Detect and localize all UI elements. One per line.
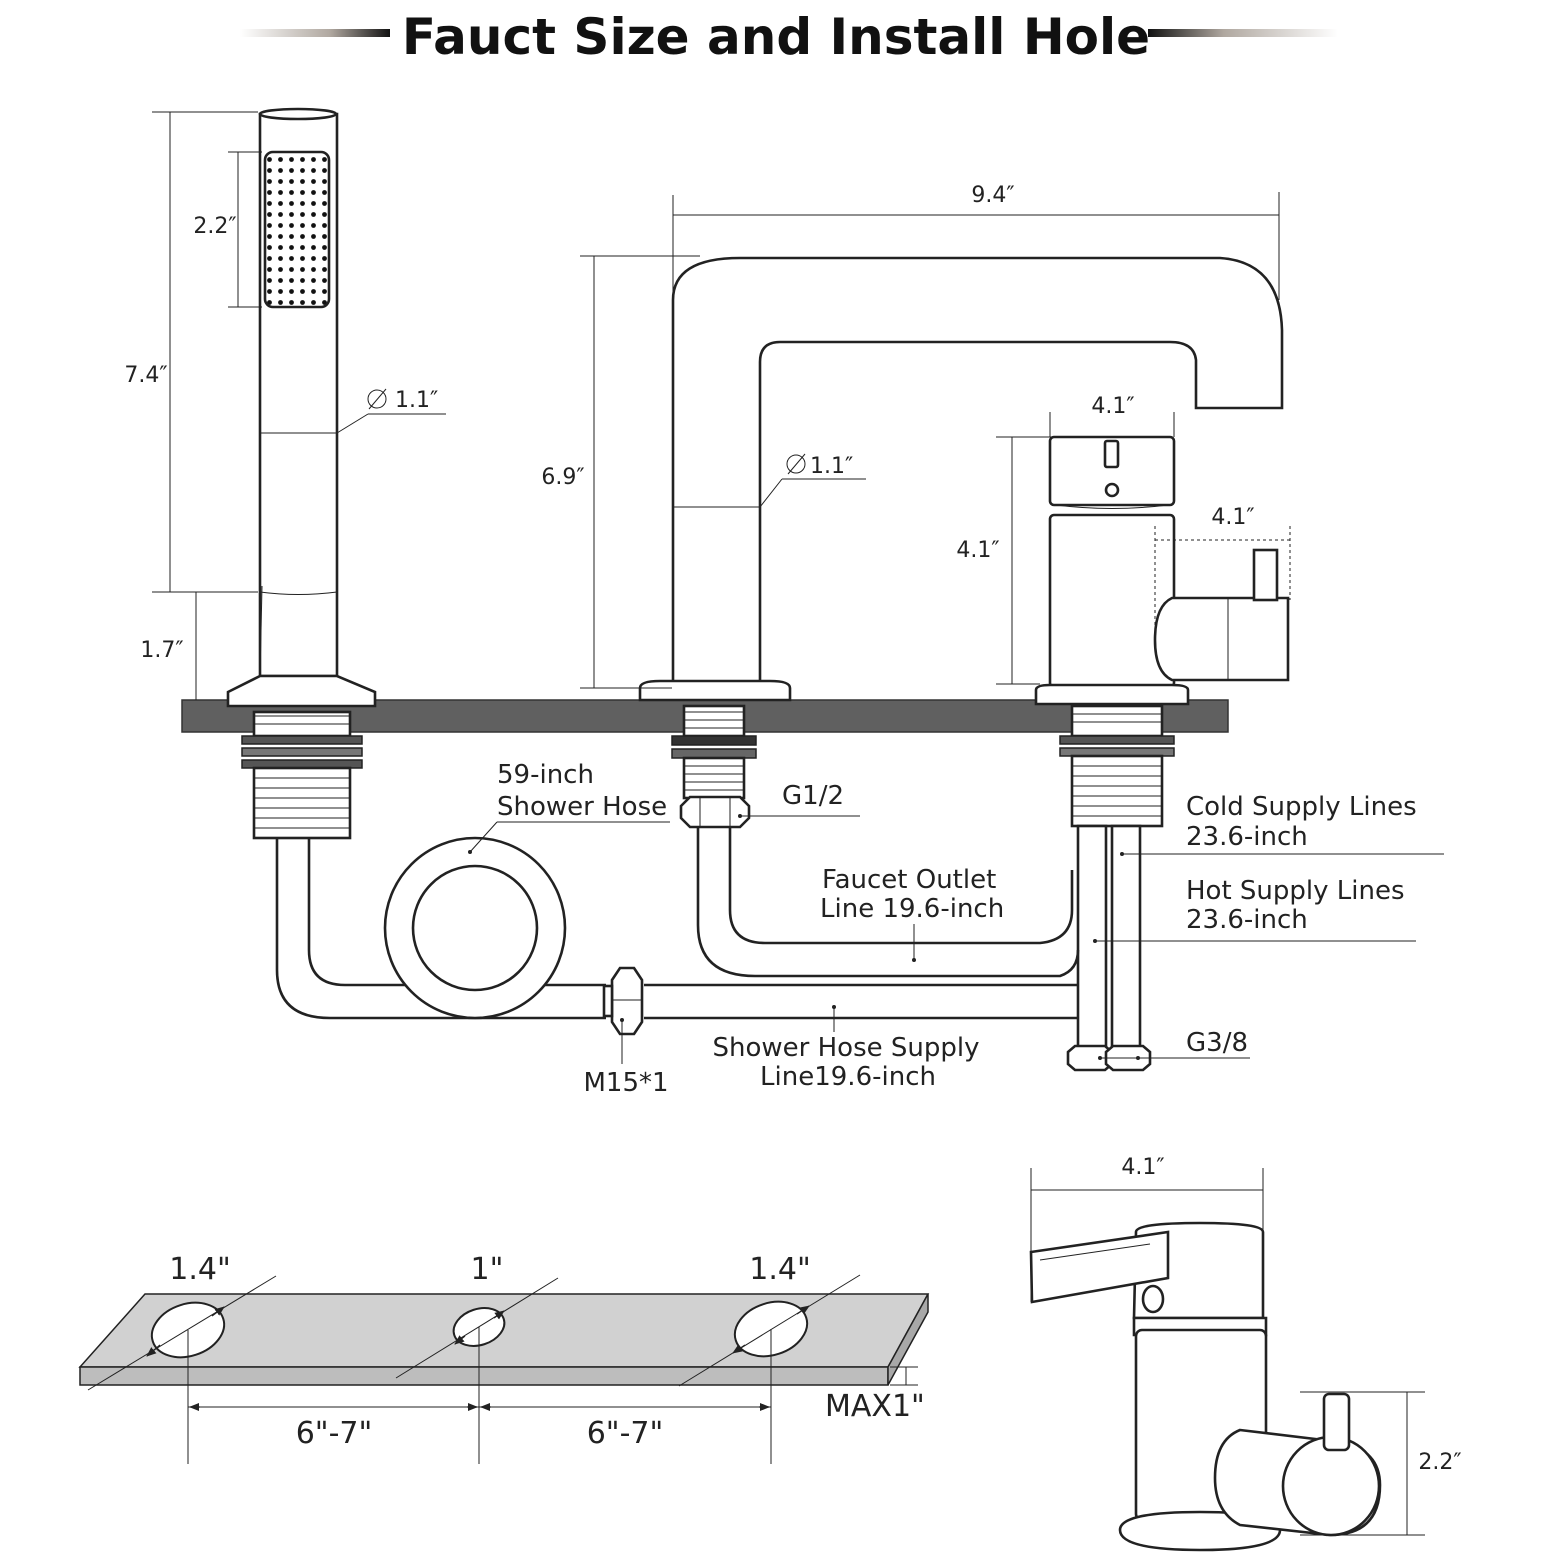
install-labels: 1.4" 1" 1.4" 6"-7" 6"-7" MAX1" [169,1252,925,1451]
spout-base [638,679,792,702]
max-thickness: MAX1" [825,1389,925,1424]
spout-diameter: 1.1″ [810,454,853,479]
title-bar: Fauct Size and Install Hole [240,8,1338,66]
hand-shower [226,107,377,840]
handshower-diameter: 1.1″ [395,388,438,413]
handshower-total-height: 7.4″ [124,363,167,388]
hole-right-size: 1.4" [749,1252,811,1287]
mixing-valve [1034,435,1290,1072]
m15-connector [610,966,644,1036]
valve-top-width: 4.1″ [1091,394,1134,419]
handshower-dimensions: 2.2″ 7.4″ 1.7″ 1.1″ [124,111,446,700]
spray-face [263,150,331,309]
hot-supply-label-1: Hot Supply Lines [1186,876,1405,906]
hose-supply-label-2: Line19.6-inch [760,1062,936,1092]
plumbing-labels: 59-inch Shower Hose G1/2 Cold Supply Lin… [468,760,1444,1098]
valve-dimensions: 4.1″ 4.1″ 4.1″ [956,394,1291,685]
valve-cap [1048,435,1176,507]
hose-supply-label-1: Shower Hose Supply [713,1033,980,1063]
install-plate [78,1274,930,1464]
shower-hose-label-1: 59-inch [497,760,594,790]
hot-supply-label-2: 23.6-inch [1186,905,1308,935]
side-view-valve: 4.1″ 2.2″ [1029,1155,1462,1552]
handshower-base-height: 1.7″ [140,638,183,663]
valve-handle-width: 4.1″ [1211,505,1254,530]
cold-supply-label-1: Cold Supply Lines [1186,792,1417,822]
connector-label: M15*1 [583,1068,668,1098]
outlet-thread-label: G1/2 [782,781,844,811]
hole-center-size: 1" [471,1252,504,1287]
diameter-icon [367,389,387,409]
title-rule-left [240,29,390,37]
shower-hose-label-2: Shower Hose [497,792,667,822]
valve-handle [1153,596,1290,682]
hole-left-size: 1.4" [169,1252,231,1287]
g12-nut [679,795,751,829]
outlet-line-label-2: Line 19.6-inch [820,894,1004,924]
valve-height: 4.1″ [956,538,999,563]
shower-base [226,674,377,708]
spout [638,256,1284,829]
side-view-width: 4.1″ [1121,1155,1164,1180]
cold-supply-label-2: 23.6-inch [1186,822,1308,852]
outlet-line-label-1: Faucet Outlet [822,865,996,895]
title-rule-right [1148,29,1338,37]
spout-dimensions: 9.4″ 6.9″ 1.1″ [541,183,1280,689]
spacing-left: 6"-7" [296,1416,373,1451]
side-view-handle-height: 2.2″ [1418,1450,1461,1475]
page-title: Fauct Size and Install Hole [402,8,1150,66]
plumbing [275,827,1080,1036]
spacing-right: 6"-7" [587,1416,664,1451]
spout-height: 6.9″ [541,465,584,490]
spout-reach: 9.4″ [971,183,1014,208]
handshower-head-height: 2.2″ [193,214,236,239]
supply-thread-label: G3/8 [1186,1028,1248,1058]
side-lever [1029,1230,1170,1304]
